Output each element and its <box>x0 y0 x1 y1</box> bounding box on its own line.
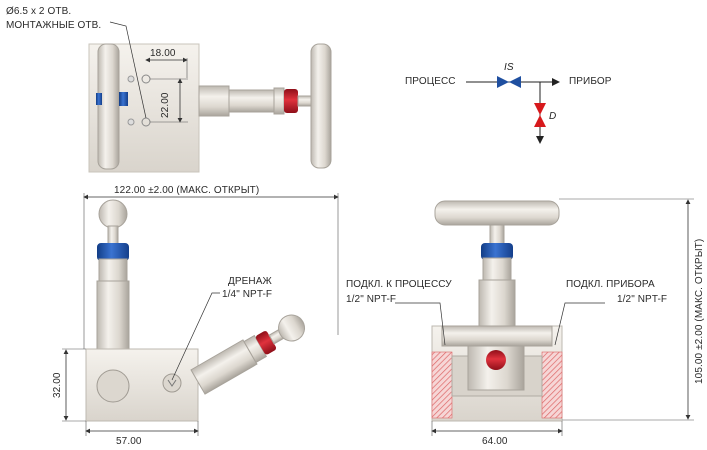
front-stem-body <box>96 280 130 350</box>
dim-105-label: 105.00 ±2.00 (МАКС. ОТКРЫТ) <box>694 238 705 384</box>
schematic-is-label: IS <box>504 62 514 73</box>
top-view-hex <box>198 85 230 117</box>
dim-32-label: 32.00 <box>52 372 63 398</box>
angled-drain-valve <box>190 314 306 395</box>
side-stem-body <box>478 279 516 327</box>
front-bonnet-blue <box>97 243 129 261</box>
instrument-thread <box>541 351 563 419</box>
top-view-handle-left <box>97 43 120 170</box>
top-view-bonnet-left <box>119 92 128 106</box>
drain-valve-symbol-top <box>534 103 546 115</box>
drain-red-tip <box>255 331 277 355</box>
isolate-valve-symbol-right <box>509 76 521 88</box>
top-view-red-tip <box>284 89 298 113</box>
drain-valve-symbol-bottom <box>534 115 546 127</box>
drain-knob <box>278 314 306 342</box>
top-view <box>88 21 332 173</box>
holes-spec-label: Ø6.5 x 2 ОТВ. <box>6 6 72 17</box>
side-view <box>395 198 694 436</box>
process-thread-label: 1/2" NPT-F <box>346 294 397 305</box>
instrument-leader <box>554 302 605 346</box>
instrument-conn-label: ПОДКЛ. ПРИБОРА <box>566 279 655 290</box>
process-thread <box>431 351 453 419</box>
schematic <box>466 76 560 144</box>
front-view <box>62 193 339 436</box>
top-view-handle-right <box>310 43 332 169</box>
schematic-process-label: ПРОЦЕСС <box>405 76 456 87</box>
drain-port <box>162 373 182 393</box>
front-knob <box>98 199 128 229</box>
side-bonnet-blue <box>481 243 513 260</box>
dim-18-label: 18.00 <box>150 48 176 59</box>
dim-57-label: 57.00 <box>116 436 142 447</box>
schematic-d-label: D <box>549 111 557 122</box>
holes-leader <box>109 21 147 119</box>
holes-name-label: МОНТАЖНЫЕ ОТВ. <box>6 20 102 31</box>
instrument-thread-label: 1/2" NPT-F <box>617 294 668 305</box>
side-t-handle <box>434 200 560 226</box>
schematic-instrument-label: ПРИБОР <box>569 76 612 87</box>
dim-122-label: 122.00 ±2.00 (МАКС. ОТКРЫТ) <box>114 185 260 196</box>
process-leader <box>395 302 446 346</box>
front-port-left <box>96 369 130 403</box>
dim-64-label: 64.00 <box>482 436 508 447</box>
top-view-stem <box>228 89 275 113</box>
side-red-seat <box>486 350 506 370</box>
drain-leader <box>171 292 220 381</box>
process-conn-label: ПОДКЛ. К ПРОЦЕССУ <box>346 279 452 290</box>
dim-22-label: 22.00 <box>160 92 171 118</box>
drain-thread-label: 1/4" NPT-F <box>222 289 273 300</box>
drain-name-label: ДРЕНАЖ <box>228 276 272 287</box>
isolate-valve-symbol-left <box>497 76 509 88</box>
